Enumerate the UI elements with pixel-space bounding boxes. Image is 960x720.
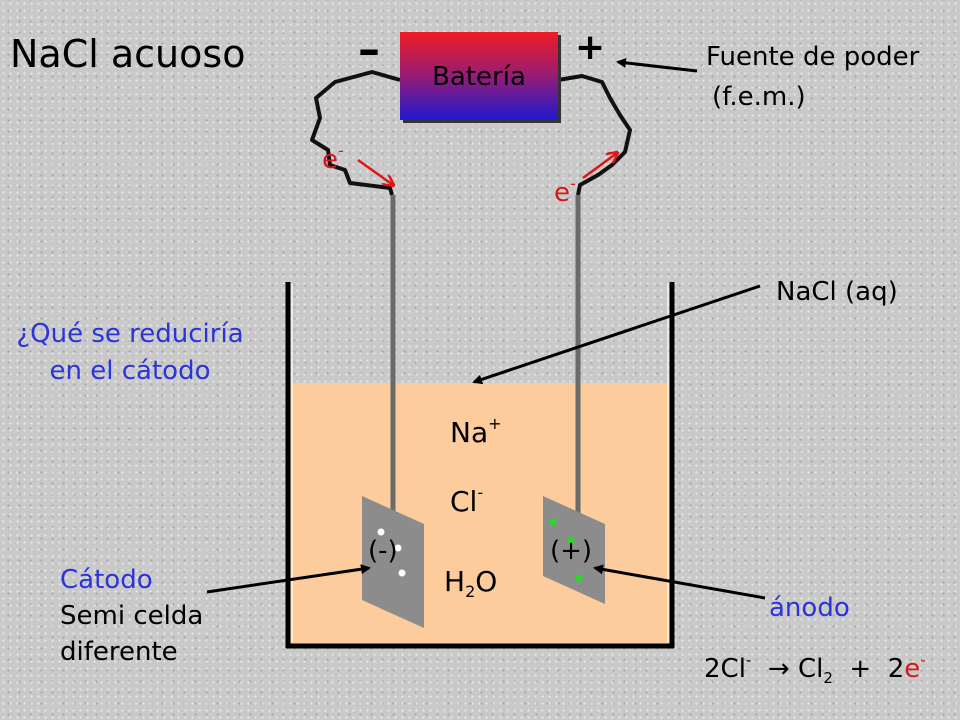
battery: Batería [400, 32, 558, 120]
reaction-arrow: → [767, 654, 790, 684]
arrow-anode [593, 564, 766, 600]
wire-anode [557, 74, 632, 196]
power-source-sublabel: (f.e.m.) [712, 82, 806, 112]
anode-label: ánodo [769, 593, 850, 623]
chloride-ion: Cl- [450, 483, 484, 518]
solution-label: NaCl (aq) [776, 277, 898, 307]
water-molecule: H2O [444, 565, 498, 601]
power-source-label: Fuente de poder [706, 42, 920, 72]
battery-label: Batería [432, 62, 526, 92]
arrow-power-source [616, 57, 698, 73]
cathode-sign: (-) [368, 536, 398, 566]
nacl-solution [290, 383, 670, 646]
anode-sign: (+) [550, 536, 593, 566]
beaker [285, 282, 675, 649]
arrow-nacl-aq [472, 284, 761, 385]
electron-arrow-left [357, 158, 393, 185]
electron-arrow-right [582, 153, 617, 180]
cathode-line-2: Semi celda [60, 601, 204, 631]
anode-plate [543, 496, 605, 604]
cathode-plate [362, 496, 424, 628]
cathode-line-3: diferente [60, 637, 178, 667]
battery-plus-terminal: + [575, 27, 606, 68]
anode-half-reaction: 2Cl- → Cl2 + 2e- [704, 651, 926, 687]
electrode-rods [390, 195, 581, 545]
electron-label-right: e- [554, 174, 576, 208]
wire-cathode [310, 70, 401, 196]
cathode-description: Cátodo Semi celda diferente [60, 562, 203, 670]
battery-minus-terminal: – [358, 24, 380, 75]
question-text: ¿Qué se reduciría en el cátodo [16, 319, 244, 386]
electron-label-left: e- [322, 141, 344, 175]
cathode-label: Cátodo [60, 565, 153, 595]
anode-bubbles [549, 518, 583, 582]
sodium-ion: Na+ [450, 414, 502, 449]
cathode-bubbles [377, 528, 406, 577]
page-title: NaCl acuoso [10, 32, 246, 76]
arrow-cathode [206, 564, 371, 594]
